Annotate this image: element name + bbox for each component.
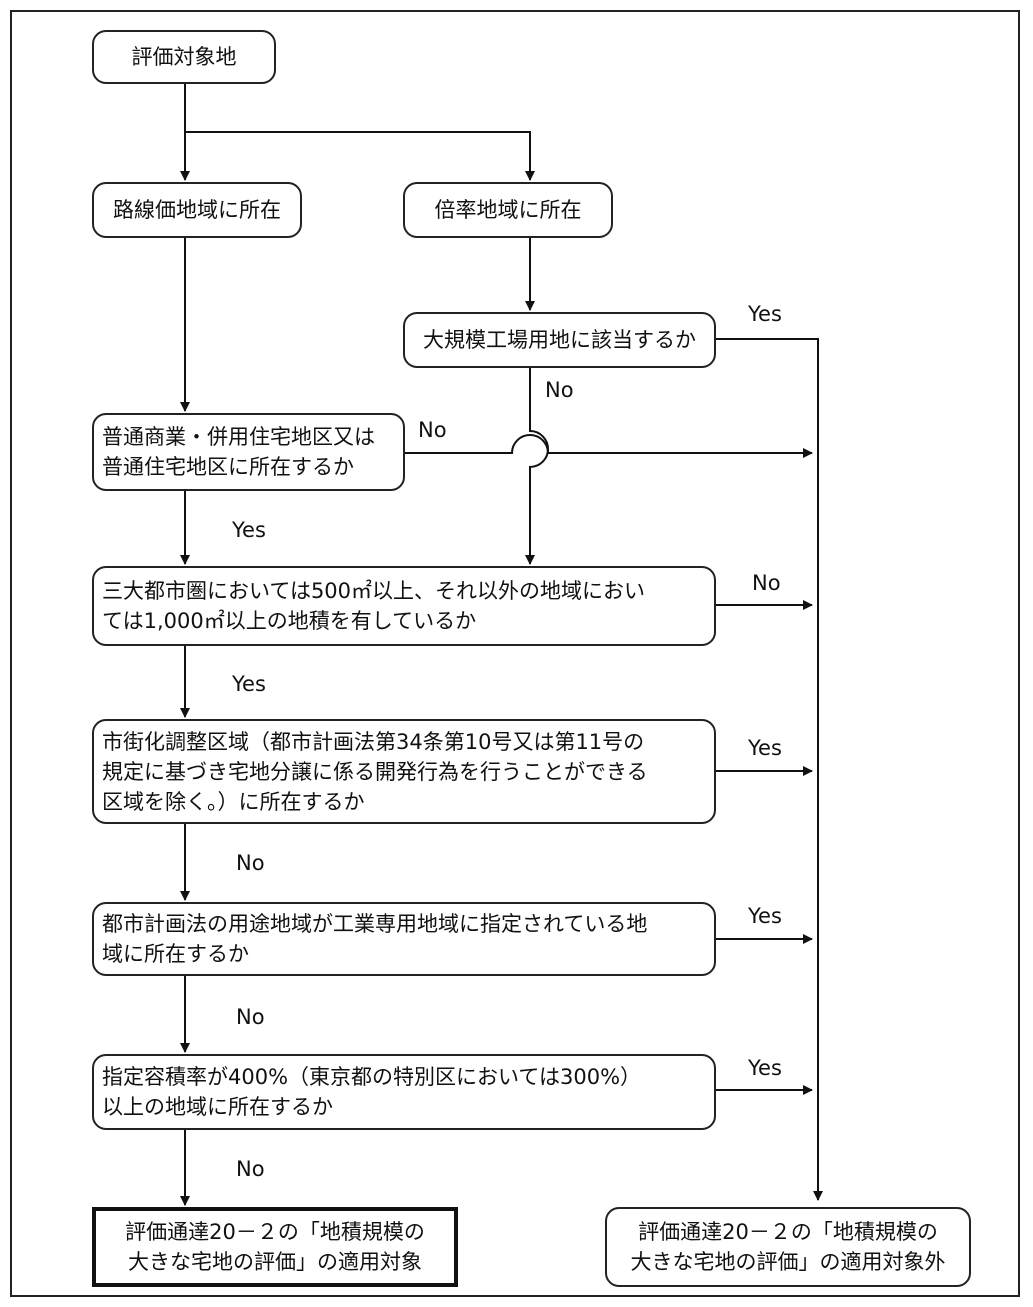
node-excluded-text: 評価通達20－２の「地積規模の 大きな宅地の評価」の適用対象外 — [630, 1220, 946, 1274]
node-target: 評価通達20－２の「地積規模の 大きな宅地の評価」の適用対象 — [92, 1207, 458, 1287]
label-kogyo-no: No — [236, 1005, 265, 1029]
label-factory-yes: Yes — [748, 302, 782, 326]
node-start-text: 評価対象地 — [131, 45, 237, 69]
node-yoseki: 指定容積率が400%（東京都の特別区においては300%） 以上の地域に所在するか — [92, 1054, 716, 1130]
node-area-text: 三大都市圏においては500㎡以上、それ以外の地域におい ては1,000㎡以上の地… — [102, 579, 646, 633]
label-kogyo-yes: Yes — [748, 904, 782, 928]
node-kogyo-text: 都市計画法の用途地域が工業専用地域に指定されている地 域に所在するか — [102, 912, 648, 966]
label-futsu-no: No — [418, 418, 447, 442]
node-excluded: 評価通達20－２の「地積規模の 大きな宅地の評価」の適用対象外 — [605, 1207, 971, 1287]
node-area: 三大都市圏においては500㎡以上、それ以外の地域におい ては1,000㎡以上の地… — [92, 566, 716, 646]
node-bairitsu: 倍率地域に所在 — [403, 182, 613, 238]
node-chosei: 市街化調整区域（都市計画法第34条第10号又は第11号の 規定に基づき宅地分譲に… — [92, 719, 716, 824]
label-area-yes: Yes — [232, 672, 266, 696]
label-chosei-no: No — [236, 851, 265, 875]
edge-factory-yes — [716, 338, 823, 1201]
diagram-frame — [10, 10, 1020, 1297]
node-futsu: 普通商業・併用住宅地区又は 普通住宅地区に所在するか — [92, 413, 405, 491]
node-start: 評価対象地 — [92, 30, 276, 84]
edge-split-bairitsu — [185, 131, 535, 181]
node-kogyo: 都市計画法の用途地域が工業専用地域に指定されている地 域に所在するか — [92, 902, 716, 976]
node-rosenka-text: 路線価地域に所在 — [113, 198, 281, 222]
label-futsu-yes: Yes — [232, 518, 266, 542]
node-rosenka: 路線価地域に所在 — [92, 182, 302, 238]
node-futsu-text: 普通商業・併用住宅地区又は 普通住宅地区に所在するか — [102, 425, 375, 479]
label-yoseki-yes: Yes — [748, 1056, 782, 1080]
label-chosei-yes: Yes — [748, 736, 782, 760]
node-bairitsu-text: 倍率地域に所在 — [434, 198, 582, 222]
label-area-no: No — [752, 571, 781, 595]
node-chosei-text: 市街化調整区域（都市計画法第34条第10号又は第11号の 規定に基づき宅地分譲に… — [102, 729, 648, 814]
label-yoseki-no: No — [236, 1157, 265, 1181]
node-yoseki-text: 指定容積率が400%（東京都の特別区においては300%） 以上の地域に所在するか — [102, 1065, 642, 1119]
label-factory-no: No — [545, 378, 574, 402]
node-target-text: 評価通達20－２の「地積規模の 大きな宅地の評価」の適用対象 — [125, 1220, 425, 1274]
node-factory-text: 大規模工場用地に該当するか — [423, 328, 696, 352]
edge-futsu-no — [405, 434, 813, 458]
node-factory: 大規模工場用地に該当するか — [403, 312, 716, 368]
